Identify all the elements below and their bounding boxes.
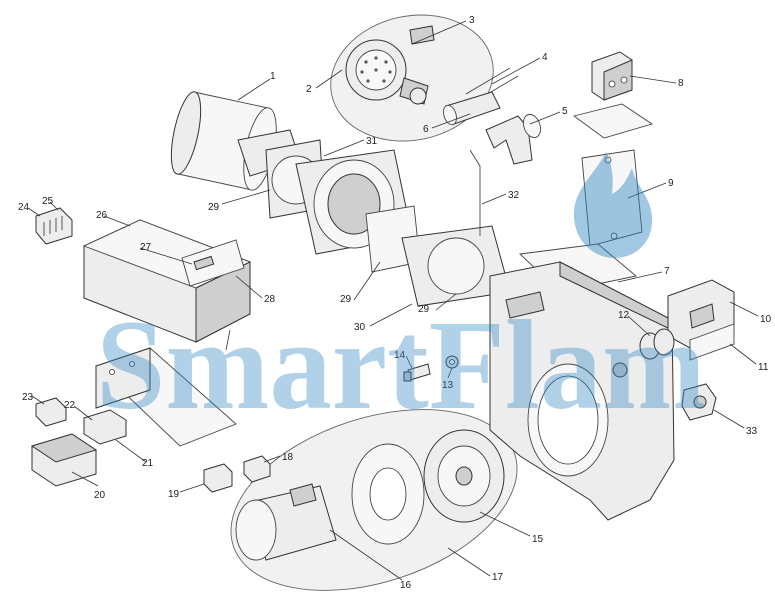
label-part-1: 1 (270, 71, 276, 82)
part-11-cover (689, 323, 735, 361)
part-9-cover-plate (581, 149, 643, 247)
part-18-relay (243, 455, 271, 483)
part-22-relay (83, 409, 127, 445)
label-part-10: 10 (760, 314, 772, 325)
part-8-transformer (572, 51, 654, 139)
label-part-33: 33 (746, 426, 758, 437)
label-part-9: 9 (668, 178, 674, 189)
part-15-fan-wheel (423, 429, 505, 523)
part-number-labels: 1 2 3 4 5 6 7 8 9 10 11 12 13 14 15 16 1… (18, 15, 772, 591)
label-part-28: 28 (264, 294, 276, 305)
part-13-nut (445, 355, 459, 369)
label-part-13: 13 (442, 380, 454, 391)
label-part-4: 4 (542, 52, 548, 63)
label-part-2: 2 (306, 84, 312, 95)
part-33-switch (681, 383, 717, 421)
label-part-12: 12 (618, 310, 630, 321)
flame-logo-icon (573, 152, 653, 258)
watermark-text: SmartFlam (96, 294, 706, 436)
label-part-6: 6 (423, 124, 429, 135)
part-5-elbow (485, 113, 542, 165)
label-part-17: 17 (492, 572, 504, 583)
part-29-gasket-b (401, 225, 511, 307)
label-part-31: 31 (366, 136, 378, 147)
part-12-discs (639, 328, 675, 360)
label-part-25: 25 (42, 196, 54, 207)
part-6-tube (443, 91, 501, 126)
burner-housing (489, 261, 675, 521)
leader-lines (27, 20, 759, 581)
label-part-29-b: 29 (340, 294, 352, 305)
label-part-8: 8 (678, 78, 684, 89)
label-part-19: 19 (168, 489, 180, 500)
part-14-screw (403, 363, 431, 382)
part-20-contactor (30, 433, 98, 487)
label-part-30: 30 (354, 322, 366, 333)
label-part-20: 20 (94, 490, 106, 501)
label-part-16: 16 (400, 580, 412, 591)
part-23-relay (35, 397, 67, 427)
part-19-relay (203, 463, 233, 493)
watermark: SmartFlam (96, 152, 706, 436)
part-3-burner-head (345, 25, 435, 105)
label-part-27: 27 (140, 242, 152, 253)
label-part-29-a: 29 (208, 202, 220, 213)
label-part-32: 32 (508, 190, 520, 201)
label-part-15: 15 (532, 534, 544, 545)
label-part-26: 26 (96, 210, 108, 221)
part-32-rod (469, 149, 481, 236)
label-part-7: 7 (664, 266, 670, 277)
label-part-5: 5 (562, 106, 568, 117)
part-24-terminal-block (35, 207, 73, 245)
label-part-23: 23 (22, 392, 34, 403)
part-plate (351, 443, 425, 545)
label-part-14: 14 (394, 350, 406, 361)
part-21-mounting-plate (95, 347, 237, 447)
label-part-22: 22 (64, 400, 76, 411)
label-part-3: 3 (469, 15, 475, 26)
part-27-display-panel (181, 239, 245, 287)
label-part-29-c: 29 (418, 304, 430, 315)
label-part-24: 24 (18, 202, 30, 213)
label-part-21: 21 (142, 458, 154, 469)
label-part-18: 18 (282, 452, 294, 463)
part-16-motor (235, 483, 337, 561)
label-part-11: 11 (758, 362, 769, 373)
